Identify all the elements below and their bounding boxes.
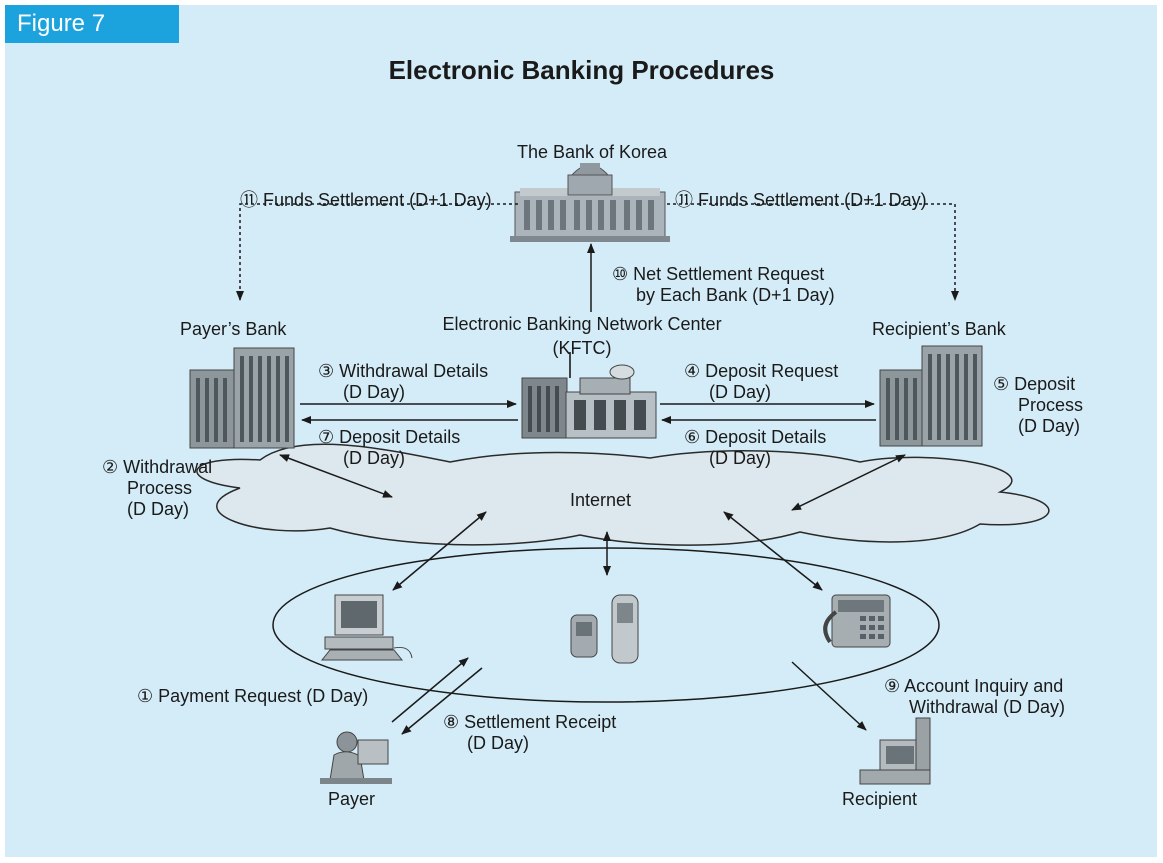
step-1-label: ① Payment Request (D Day): [137, 686, 369, 706]
telephone-icon: [823, 594, 891, 648]
settlement-receipt-arrow: [401, 667, 483, 735]
recipient-terminal-icon: [859, 717, 931, 785]
mobile-phone-icon: [570, 594, 639, 664]
account-inquiry-arrow: [791, 661, 867, 731]
step-10-label-line1: ⑩ Net Settlement Request: [612, 264, 825, 284]
internet-computer-arrow: [392, 511, 487, 591]
bank-of-korea-label: The Bank of Korea: [516, 142, 668, 162]
step-3-label-line1: ③ Withdrawal Details: [318, 361, 489, 381]
step-9-label-line2: Withdrawal (D Day): [909, 697, 1066, 717]
step-4-label-line1: ④ Deposit Request: [684, 361, 839, 381]
step-3-label-line2: (D Day): [343, 382, 405, 402]
recipients-bank-label: Recipient’s Bank: [872, 319, 1006, 339]
payers-bank-building-icon: [189, 347, 295, 449]
figure-tab-label: Figure 7: [17, 10, 106, 37]
step-8-label-line2: (D Day): [467, 733, 529, 753]
kftc-building-icon: [521, 352, 657, 439]
step-9-label-line1: ⑨ Account Inquiry and: [884, 676, 1064, 696]
step-11-left-label: ⑪ Funds Settlement (D+1 Day): [240, 190, 492, 210]
figure-title: Electronic Banking Procedures: [388, 55, 775, 85]
kftc-label-line1: Electronic Banking Network Center: [442, 314, 722, 334]
step-5-label-line2: Process: [1018, 395, 1084, 415]
figure-tab: Figure 7: [5, 5, 179, 43]
funds-settlement-right-arrow: [667, 203, 959, 301]
step-5-label-line3: (D Day): [1018, 416, 1080, 436]
payment-request-arrow: [391, 657, 469, 723]
step-8-label-line1: ⑧ Settlement Receipt: [443, 712, 617, 732]
recipient-label: Recipient: [842, 789, 918, 809]
step-2-label-line3: (D Day): [127, 499, 189, 519]
step-5-label-line1: ⑤ Deposit: [993, 374, 1076, 394]
kftc-label-line2: (KFTC): [552, 338, 612, 358]
payers-bank-internet-arrow: [279, 454, 393, 498]
step-7-label-line1: ⑦ Deposit Details: [318, 427, 461, 447]
step-10-label-line2: by Each Bank (D+1 Day): [636, 285, 835, 305]
payers-bank-label: Payer’s Bank: [180, 319, 287, 339]
recipients-bank-internet-arrow: [791, 454, 906, 511]
step-6-label-line1: ⑥ Deposit Details: [684, 427, 827, 447]
computer-icon: [320, 594, 413, 661]
step-2-label-line2: Process: [127, 478, 193, 498]
internet-label: Internet: [570, 490, 632, 510]
recipients-bank-building-icon: [879, 345, 983, 447]
step-7-label-line2: (D Day): [343, 448, 405, 468]
payer-person-icon: [320, 731, 392, 784]
internet-telephone-arrow: [723, 511, 823, 591]
step-6-label-line2: (D Day): [709, 448, 771, 468]
step-2-label-line1: ② Withdrawal: [102, 457, 213, 477]
bank-of-korea-building-icon: [510, 163, 670, 242]
step-11-right-label: ⑪ Funds Settlement (D+1 Day): [675, 190, 927, 210]
step-4-label-line2: (D Day): [709, 382, 771, 402]
payer-label: Payer: [328, 789, 376, 809]
funds-settlement-left-arrow: [236, 203, 518, 301]
